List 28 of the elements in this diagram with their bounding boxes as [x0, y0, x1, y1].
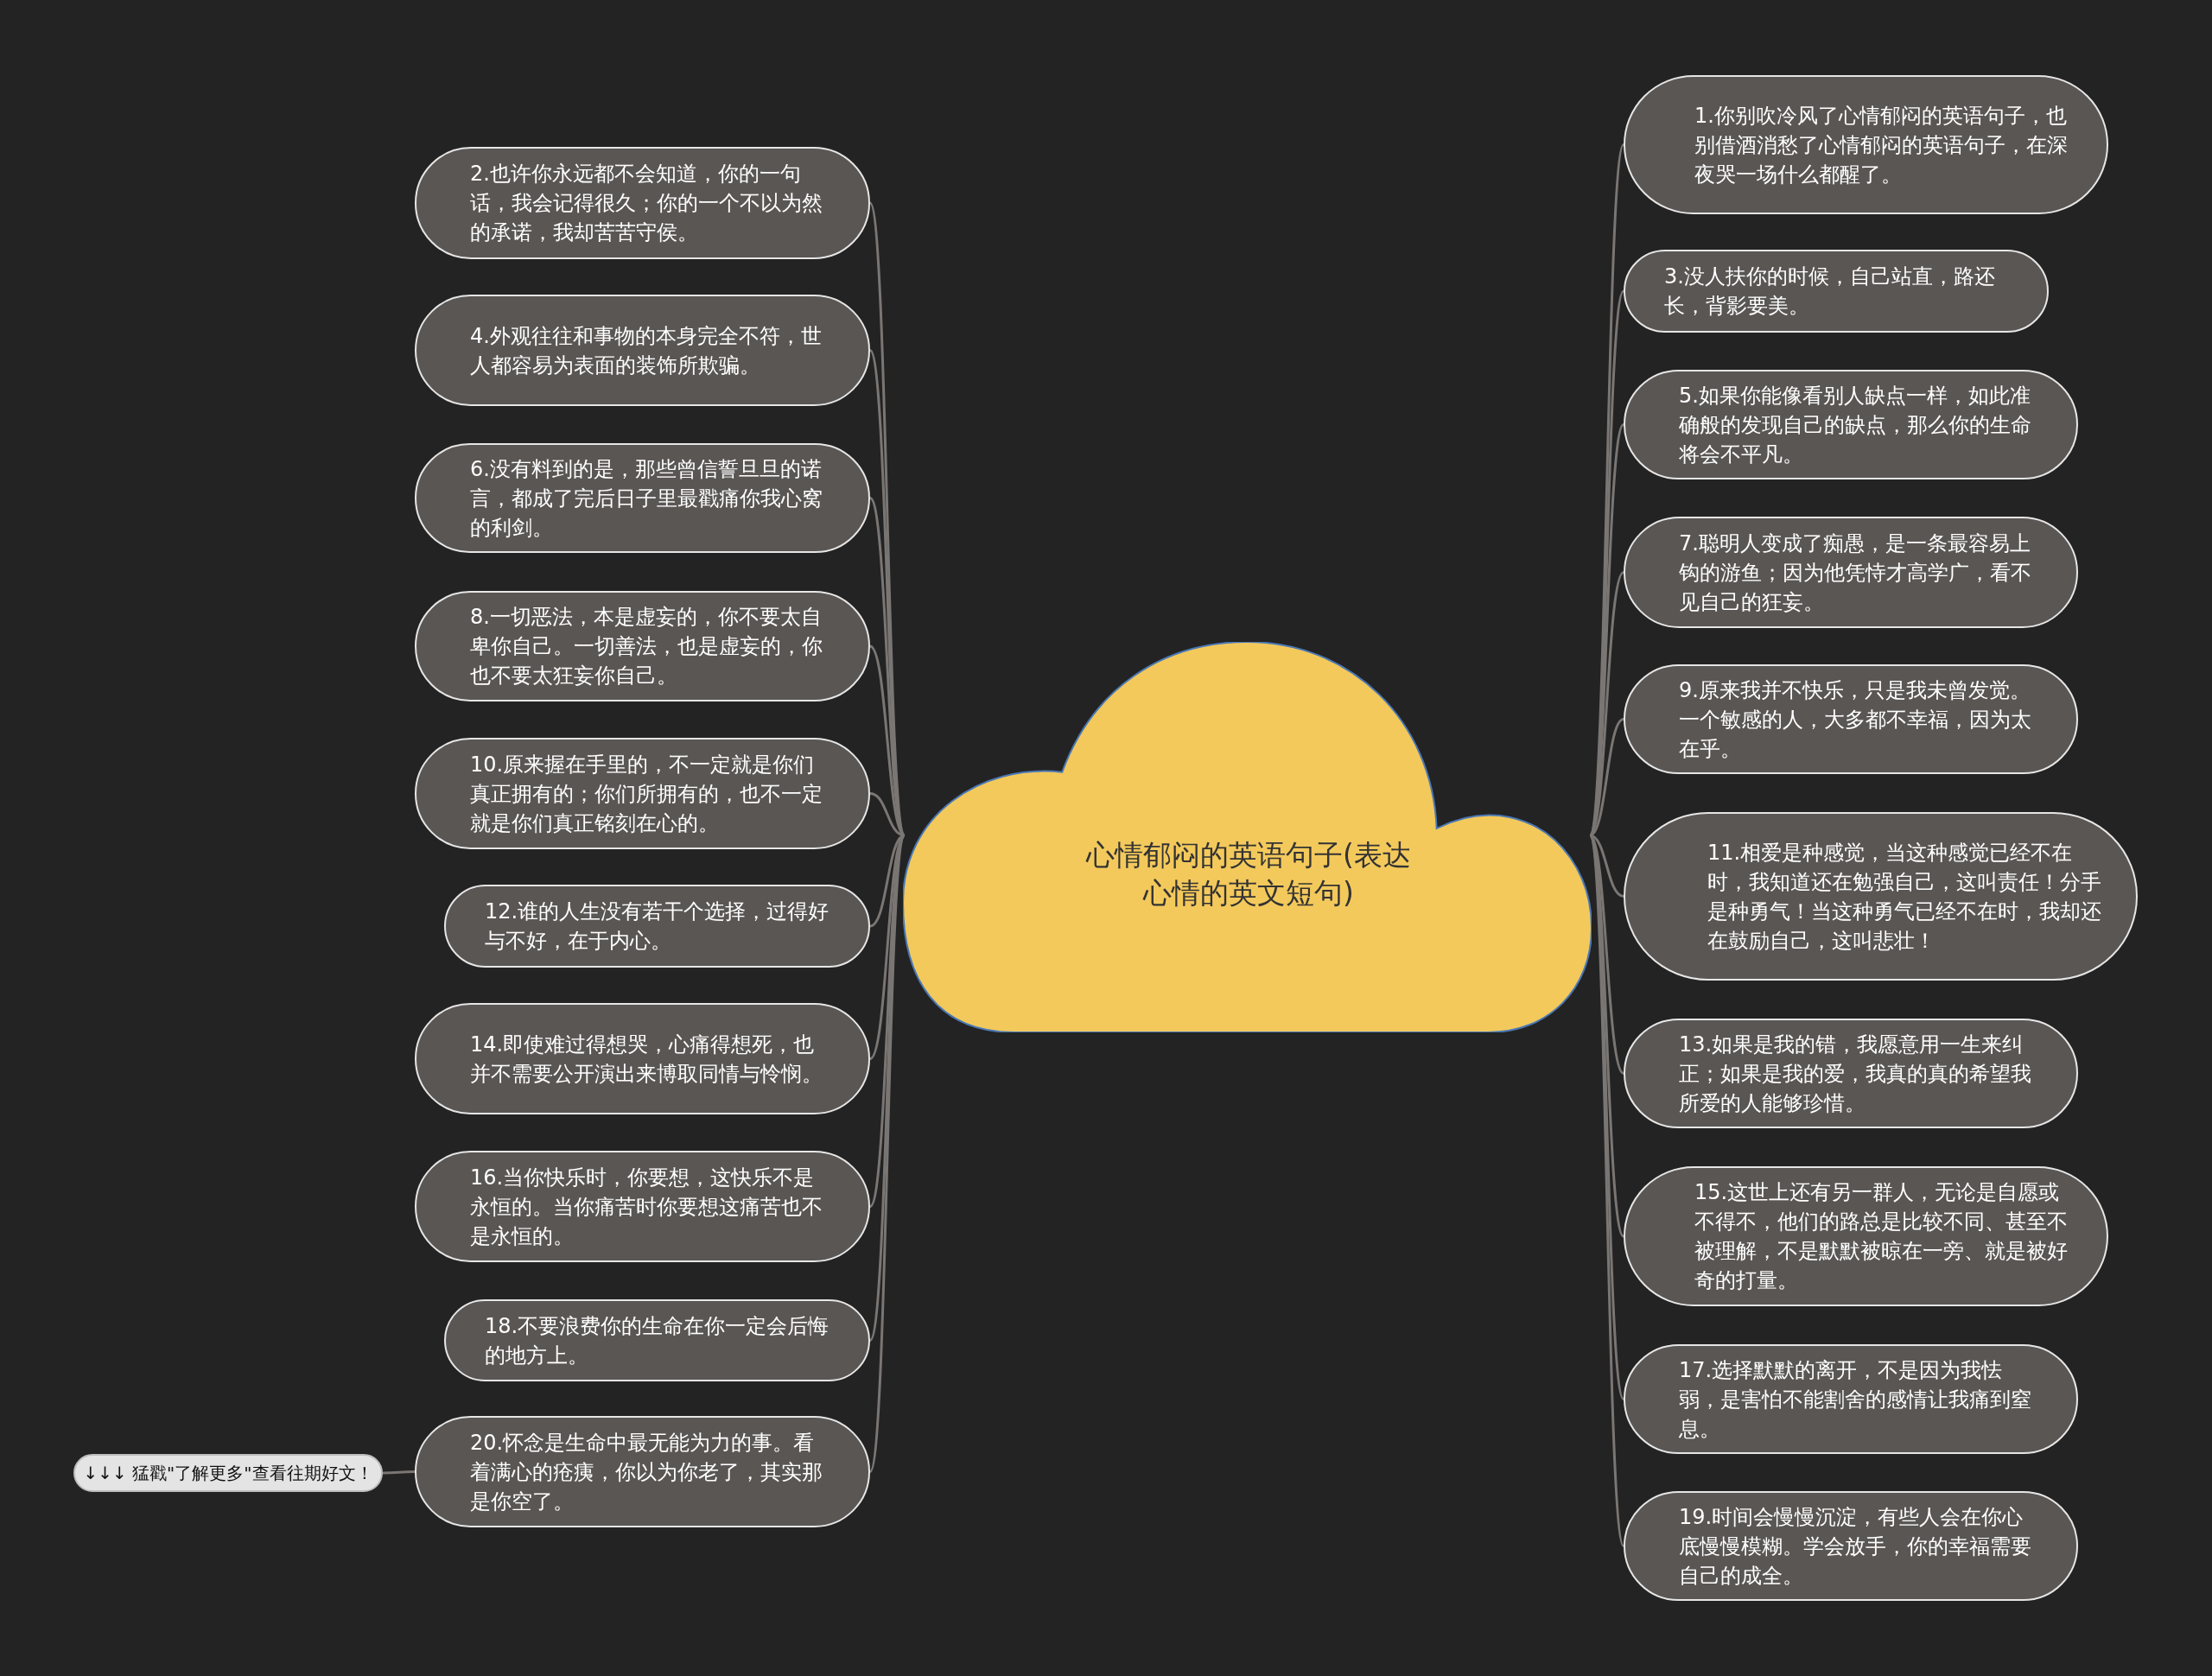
connector — [868, 497, 906, 836]
quote-text: 2.也许你永远都不会知道，你的一句话，我会记得很久；你的一个不以为然的承诺，我却苦苦守侯。 — [470, 161, 823, 246]
quote-text: 14.即使难过得想哭，心痛得想死，也并不需要公开演出来博取同情与怜悯。 — [470, 1031, 823, 1088]
connector — [1588, 835, 1625, 1400]
quote-text: 6.没有料到的是，那些曾信誓旦旦的诺言，都成了完后日子里最戳痛你我心窝的利剑。 — [470, 455, 823, 542]
quote-text: 10.原来握在手里的，不一定就是你们真正拥有的；你们所拥有的，也不一定就是你们真正铭刻在心的。 — [470, 751, 823, 837]
quote-text: 19.时间会慢慢沉淀，有些人会在你心底慢慢模糊。学会放手，你的幸福需要自己的成全。 — [1679, 1503, 2032, 1590]
quote-text: 16.当你快乐时，你要想，这快乐不是永恒的。当你痛苦时你要想这痛苦也不是永恒的。 — [470, 1164, 823, 1250]
quote-text: 4.外观往往和事物的本身完全不符，世人都容易为表面的装饰所欺骗。 — [470, 322, 823, 379]
quote-text: 1.你别吹冷风了心情郁闷的英语句子，也别借酒消愁了心情郁闷的英语句子，在深夜哭一场什么都醒了。 — [1694, 102, 2069, 188]
quote-text: 17.选择默默的离开，不是因为我怯弱，是害怕不能割舍的感情让我痛到窒息。 — [1679, 1356, 2032, 1443]
quote-text: 18.不要浪费你的生命在你一定会后悔的地方上。 — [485, 1312, 830, 1369]
quote-text: 12.谁的人生没有若干个选择，过得好与不好，在于内心。 — [485, 898, 830, 955]
quote-text: 8.一切恶法，本是虚妄的，你不要太自卑你自己。一切善法，也是虚妄的，你也不要太狂妄你自己。 — [470, 604, 823, 689]
tip-pill — [73, 1454, 383, 1492]
quote-text: 11.相爱是种感觉，当这种感觉已经不在时，我知道还在勉强自己，这叫责任！分手是种勇气！当这种勇气已经不在时，我却还在鼓励自己，这叫悲壮！ — [1707, 839, 2101, 955]
connector — [868, 835, 906, 1472]
topic-title: 心情郁闷的英语句子(表达心情的英文短句) — [1084, 837, 1412, 911]
quote-text: 5.如果你能像看别人缺点一样，如此准确般的发现自己的缺点，那么你的生命将会不平凡。 — [1679, 382, 2032, 468]
quote-text: 3.没人扶你的时候，自己站直，路还长，背影要美。 — [1664, 263, 1996, 320]
connector — [1588, 835, 1625, 1546]
quote-text: 9.原来我并不快乐，只是我未曾发觉。一个敏感的人，大多都不幸福，因为太在乎。 — [1679, 676, 2032, 763]
quote-text: 7.聪明人变成了痴愚，是一条最容易上钩的游鱼；因为他凭恃才高学广，看不见自己的狂妄。 — [1679, 530, 2032, 616]
quote-text: 15.这世上还有另一群人，无论是自愿或不得不，他们的路总是比较不同、甚至不被理解，不是默默被晾在一旁、就是被好奇的打量。 — [1694, 1179, 2069, 1294]
quote-text: 13.如果是我的错，我愿意用一生来纠正；如果是我的爱，我真的真的希望我所爱的人能够珍惜。 — [1679, 1031, 2032, 1117]
tip-text: ↓↓↓ 猛戳"了解更多"查看往期好文！ — [83, 1461, 373, 1485]
connector — [383, 1470, 415, 1475]
quote-text: 20.怀念是生命中最无能为力的事。看着满心的疮痍，你以为你老了，其实那是你空了。 — [470, 1429, 823, 1515]
